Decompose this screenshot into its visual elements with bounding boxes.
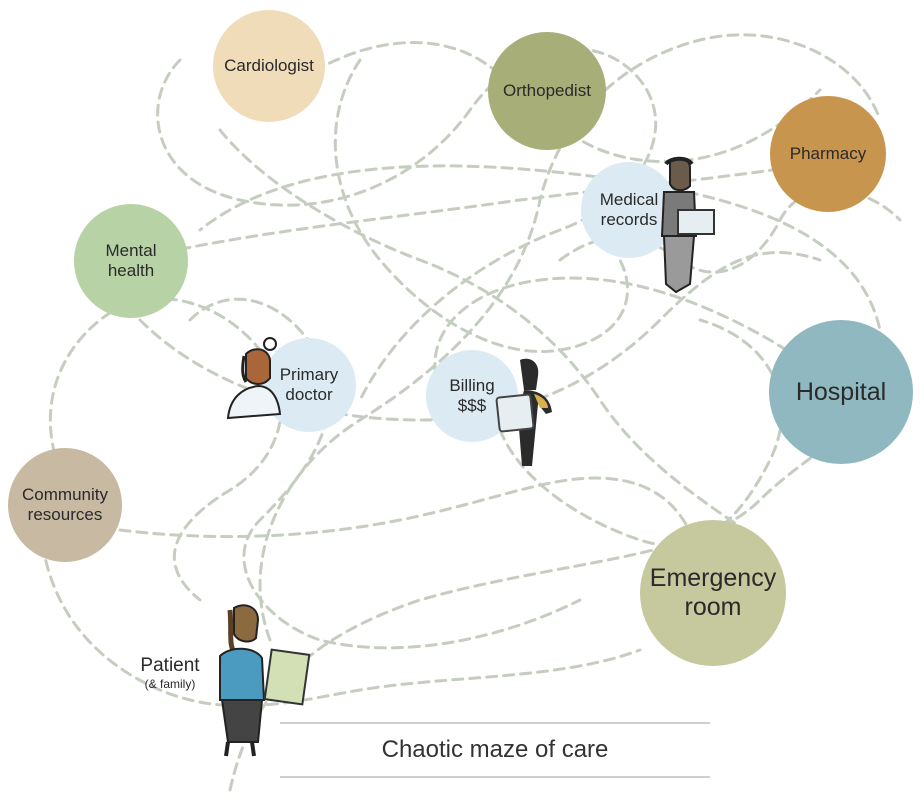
pharmacy-label: Pharmacy — [789, 144, 867, 164]
billing-label: Billing $$$ — [449, 376, 495, 415]
emergency-room-node: Emergency room — [640, 520, 786, 666]
billing-clerk-illustration — [495, 358, 552, 466]
medical-records-label: Medical records — [599, 190, 659, 229]
patient-sublabel: (& family) — [144, 677, 196, 691]
medical-records-node: Medical records — [581, 162, 677, 258]
hospital-label: Hospital — [795, 377, 887, 406]
primary-doctor-node: Primary doctor — [262, 338, 356, 432]
caption: Chaotic maze of care — [280, 722, 710, 778]
maze-path — [188, 297, 582, 650]
mental-health-node: Mental health — [74, 204, 188, 318]
patient-illustration — [219, 604, 311, 757]
maze-path — [38, 508, 642, 708]
caption-text: Chaotic maze of care — [381, 736, 609, 763]
maze-path — [218, 128, 762, 542]
hospital-node: Hospital — [769, 320, 913, 464]
maze-path — [333, 58, 629, 353]
orthopedist-node: Orthopedist — [488, 32, 606, 150]
doctor-illustration — [226, 337, 282, 420]
maze-path — [128, 158, 832, 262]
emergency-room-label: Emergency room — [649, 564, 777, 621]
records-clerk-illustration — [660, 156, 715, 294]
primary-doctor-label: Primary doctor — [279, 365, 339, 404]
patient-label: Patient (& family) — [130, 655, 210, 691]
pharmacy-node: Pharmacy — [770, 96, 886, 212]
maze-path — [118, 476, 702, 582]
mental-health-label: Mental health — [105, 241, 157, 280]
community-resources-node: Community resources — [8, 448, 122, 562]
community-resources-label: Community resources — [22, 485, 108, 524]
orthopedist-label: Orthopedist — [503, 81, 591, 101]
cardiologist-node: Cardiologist — [213, 10, 325, 122]
patient-title: Patient — [140, 655, 200, 676]
cardiologist-label: Cardiologist — [224, 56, 314, 76]
